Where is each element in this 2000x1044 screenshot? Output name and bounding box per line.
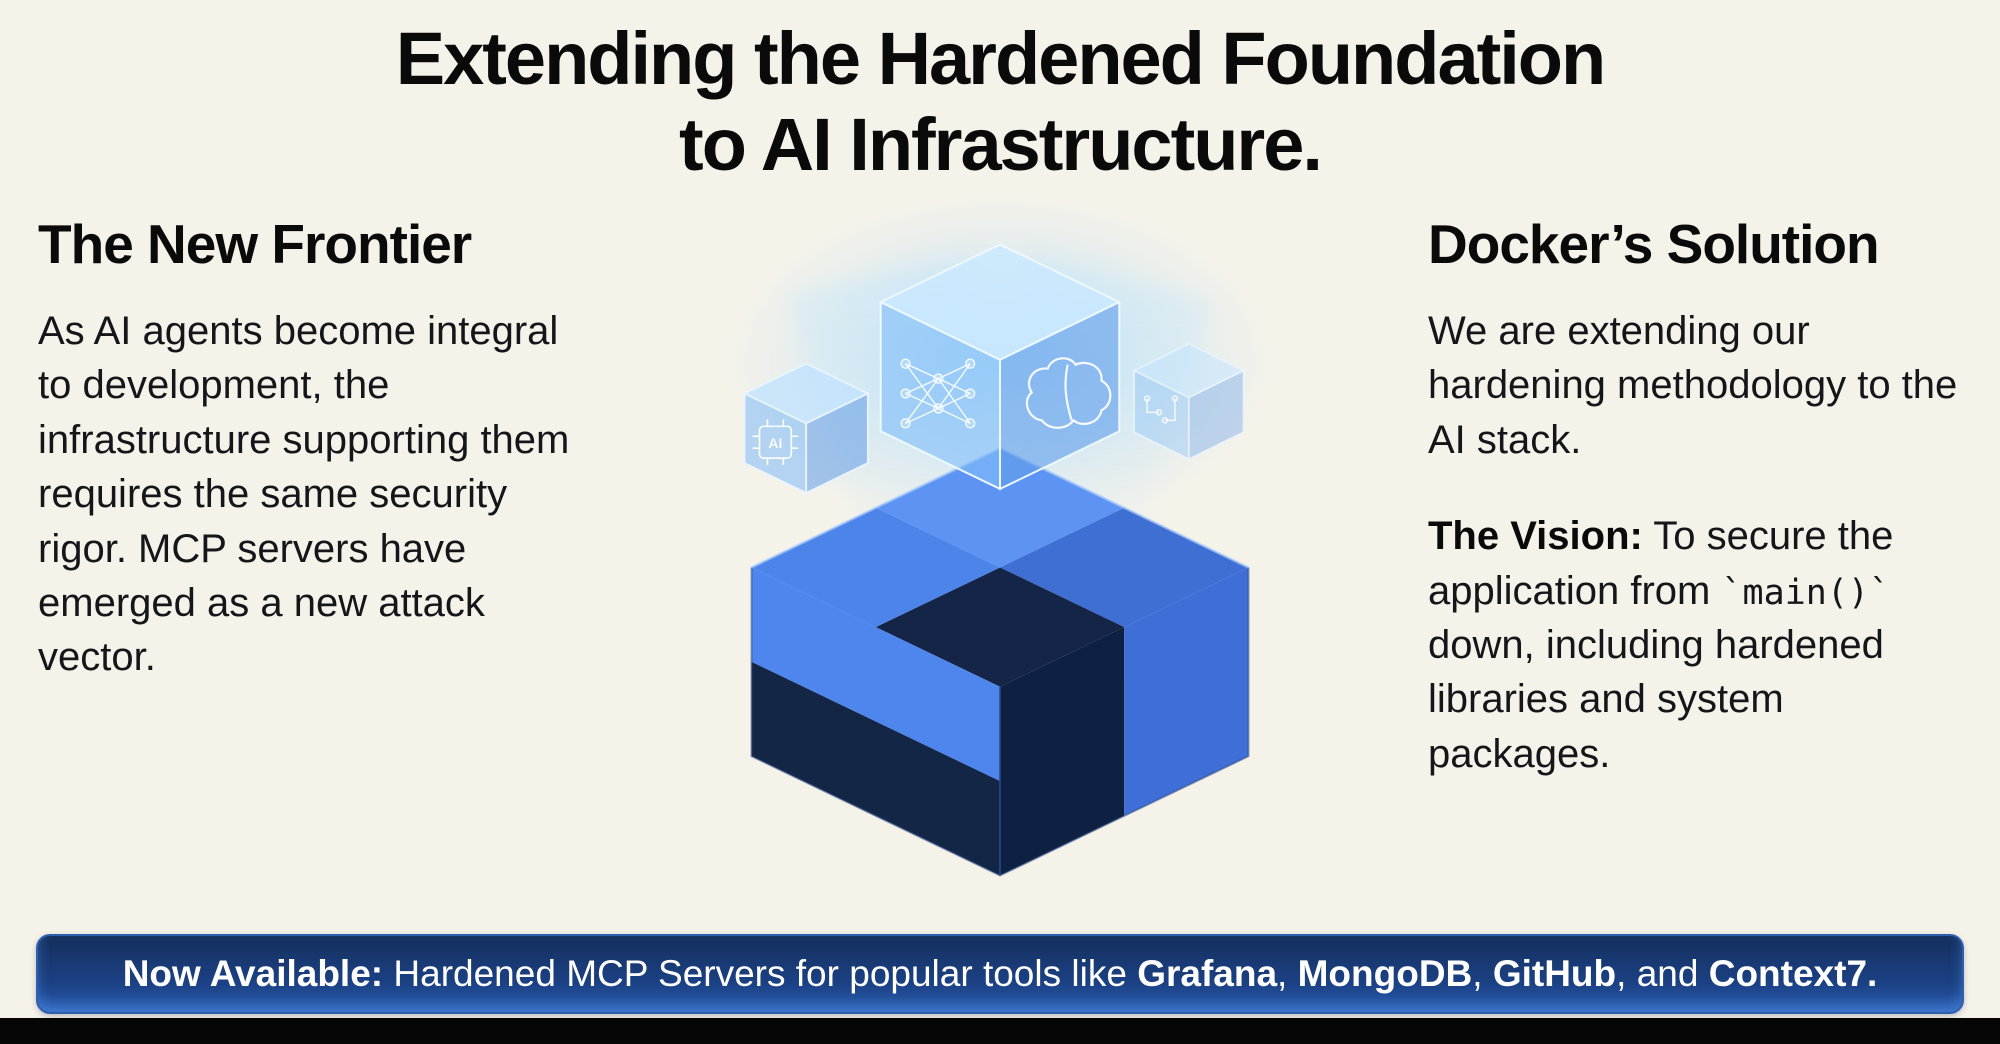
right-column-heading: Docker’s Solution: [1428, 213, 1880, 275]
floating-cube-right: [1132, 342, 1246, 461]
right-column-vision: The Vision: To secure the application fr…: [1428, 509, 1968, 781]
circuit-icon: [1143, 395, 1179, 424]
left-column: The New Frontier As AI agents become int…: [38, 212, 598, 727]
brain-icon: [1025, 357, 1112, 429]
floating-cube-left: [742, 362, 870, 495]
availability-banner-text: Now Available: Hardened MCP Servers for …: [123, 953, 1878, 995]
vision-code: `main()`: [1721, 572, 1891, 613]
neural-network-icon: [900, 358, 976, 429]
floating-cube-center: [878, 243, 1122, 491]
ai-chip-label: AI: [768, 435, 782, 451]
slide-title: Extending the Hardened Foundation to AI …: [0, 16, 2000, 188]
banner-segment: Hardened MCP Servers for popular tools l…: [383, 953, 1138, 994]
left-column-body: As AI agents become integral to developm…: [38, 309, 570, 680]
bottom-letterbox-bar: [0, 1018, 2000, 1044]
banner-separator: ,: [1472, 953, 1493, 994]
vision-text-before-code: To secure the application from: [1428, 514, 1894, 613]
banner-tool-grafana: Grafana: [1137, 953, 1278, 994]
availability-banner: Now Available: Hardened MCP Servers for …: [36, 934, 1964, 1014]
foundation-illustration-svg: AI: [726, 194, 1274, 877]
banner-tool-context7: Context7: [1708, 953, 1868, 994]
left-column-heading: The New Frontier: [38, 213, 472, 275]
vision-text-after-code: down, including hardened libraries and s…: [1428, 622, 1884, 776]
slide-title-line-2: to AI Infrastructure.: [679, 102, 1323, 186]
banner-tool-github: GitHub: [1492, 953, 1617, 994]
banner-separator: ,: [1277, 953, 1298, 994]
right-column: Docker’s Solution We are extending our h…: [1428, 212, 1968, 823]
banner-tool-mongodb: MongoDB: [1297, 953, 1473, 994]
ai-chip-icon: AI: [752, 419, 799, 466]
banner-period: .: [1867, 953, 1878, 994]
slide-title-line-1: Extending the Hardened Foundation: [395, 17, 1606, 100]
banner-now-available-label: Now Available:: [122, 953, 384, 994]
banner-separator: , and: [1616, 953, 1709, 994]
foundation-illustration: AI: [672, 150, 1328, 886]
base-block: [750, 446, 1250, 877]
vision-label: The Vision:: [1428, 514, 1643, 559]
right-column-paragraph: We are extending our hardening methodolo…: [1428, 309, 1958, 462]
